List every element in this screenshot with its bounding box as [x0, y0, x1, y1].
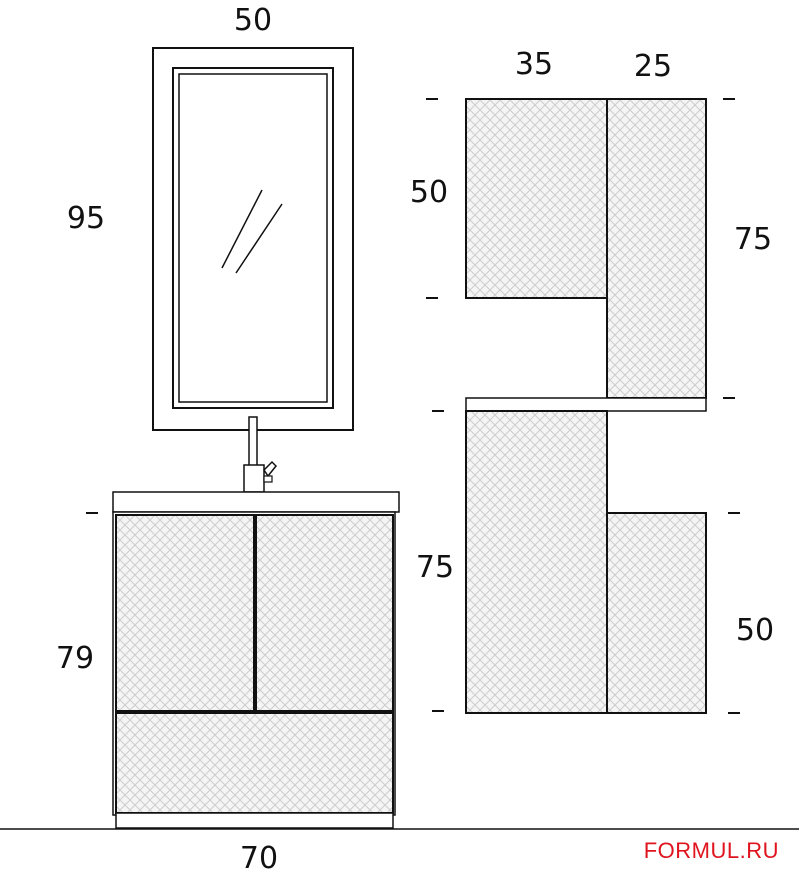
- mirror-width-label: 50: [234, 3, 272, 38]
- wall-cab-b-width-label: 25: [634, 49, 672, 84]
- low-cab-height-label: 50: [736, 613, 774, 648]
- vanity-countertop: [112, 491, 400, 513]
- low-cabinet: [606, 512, 707, 714]
- wall-cabinet-tall: [606, 98, 707, 399]
- vanity-plinth: [115, 812, 394, 829]
- dimension-ticks: [86, 98, 740, 714]
- faucet: [243, 416, 278, 493]
- upper-wall-cabinets: [465, 98, 707, 399]
- tall-cab-height-label: 75: [416, 550, 454, 585]
- vanity-door-left: [115, 514, 255, 712]
- mirror-height-label: 95: [67, 201, 105, 236]
- wall-cab-a-width-label: 35: [515, 47, 553, 82]
- shelf: [465, 397, 707, 412]
- vanity-drawer: [115, 712, 394, 814]
- wall-cab-b-height-label: 75: [734, 222, 772, 257]
- vanity-height-label: 79: [56, 641, 94, 676]
- vanity-cabinet: [112, 491, 400, 829]
- vanity-door-right: [255, 514, 394, 712]
- lower-cabinets: [465, 410, 707, 714]
- mirror: [152, 47, 354, 431]
- wall-cab-a-height-label: 50: [410, 175, 448, 210]
- brand-watermark: FORMUL.RU: [643, 838, 779, 863]
- wall-cabinet-short: [465, 98, 608, 299]
- tall-cabinet: [465, 410, 608, 714]
- vanity-width-label: 70: [240, 841, 278, 876]
